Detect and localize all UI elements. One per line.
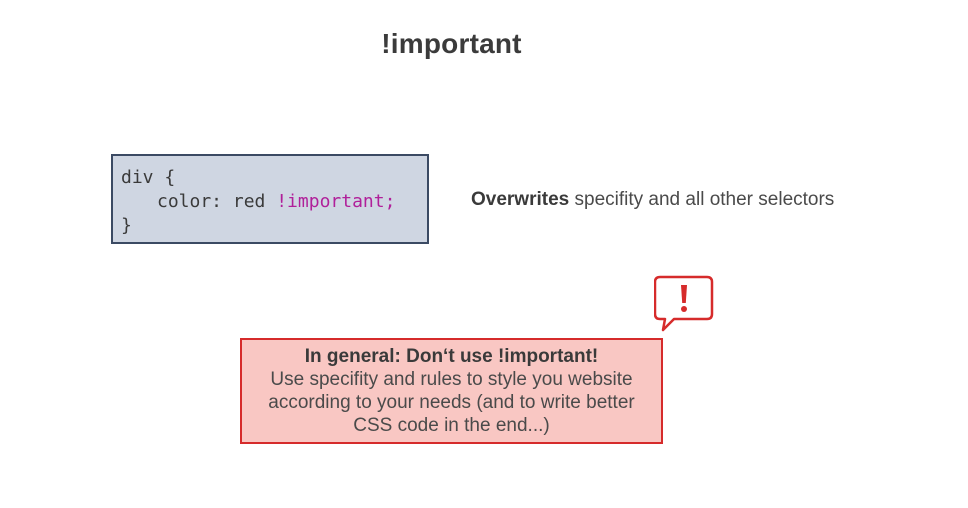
description-rest: specifity and all other selectors [569,189,835,210]
code-line-declaration: color: red !important; [121,190,427,214]
code-line-selector: div { [121,167,176,188]
description-text: Overwrites specifity and all other selec… [471,189,834,211]
exclamation-speech-bubble-icon [653,275,714,333]
code-example-box: div {color: red !important;} [111,154,429,244]
description-bold: Overwrites [471,189,570,210]
slide-title: !important [381,28,522,59]
code-important-keyword: !important; [276,191,396,212]
warning-note-box: In general: Don‘t use !important! Use sp… [240,338,663,444]
note-line-2: according to your needs (and to write be… [268,392,635,413]
code-line-close: } [121,215,132,236]
note-heading: In general: Don‘t use !important! [304,346,599,367]
note-line-3: CSS code in the end...) [353,415,550,436]
code-property: color: red [157,191,277,212]
note-line-1: Use specifity and rules to style you web… [270,369,633,390]
